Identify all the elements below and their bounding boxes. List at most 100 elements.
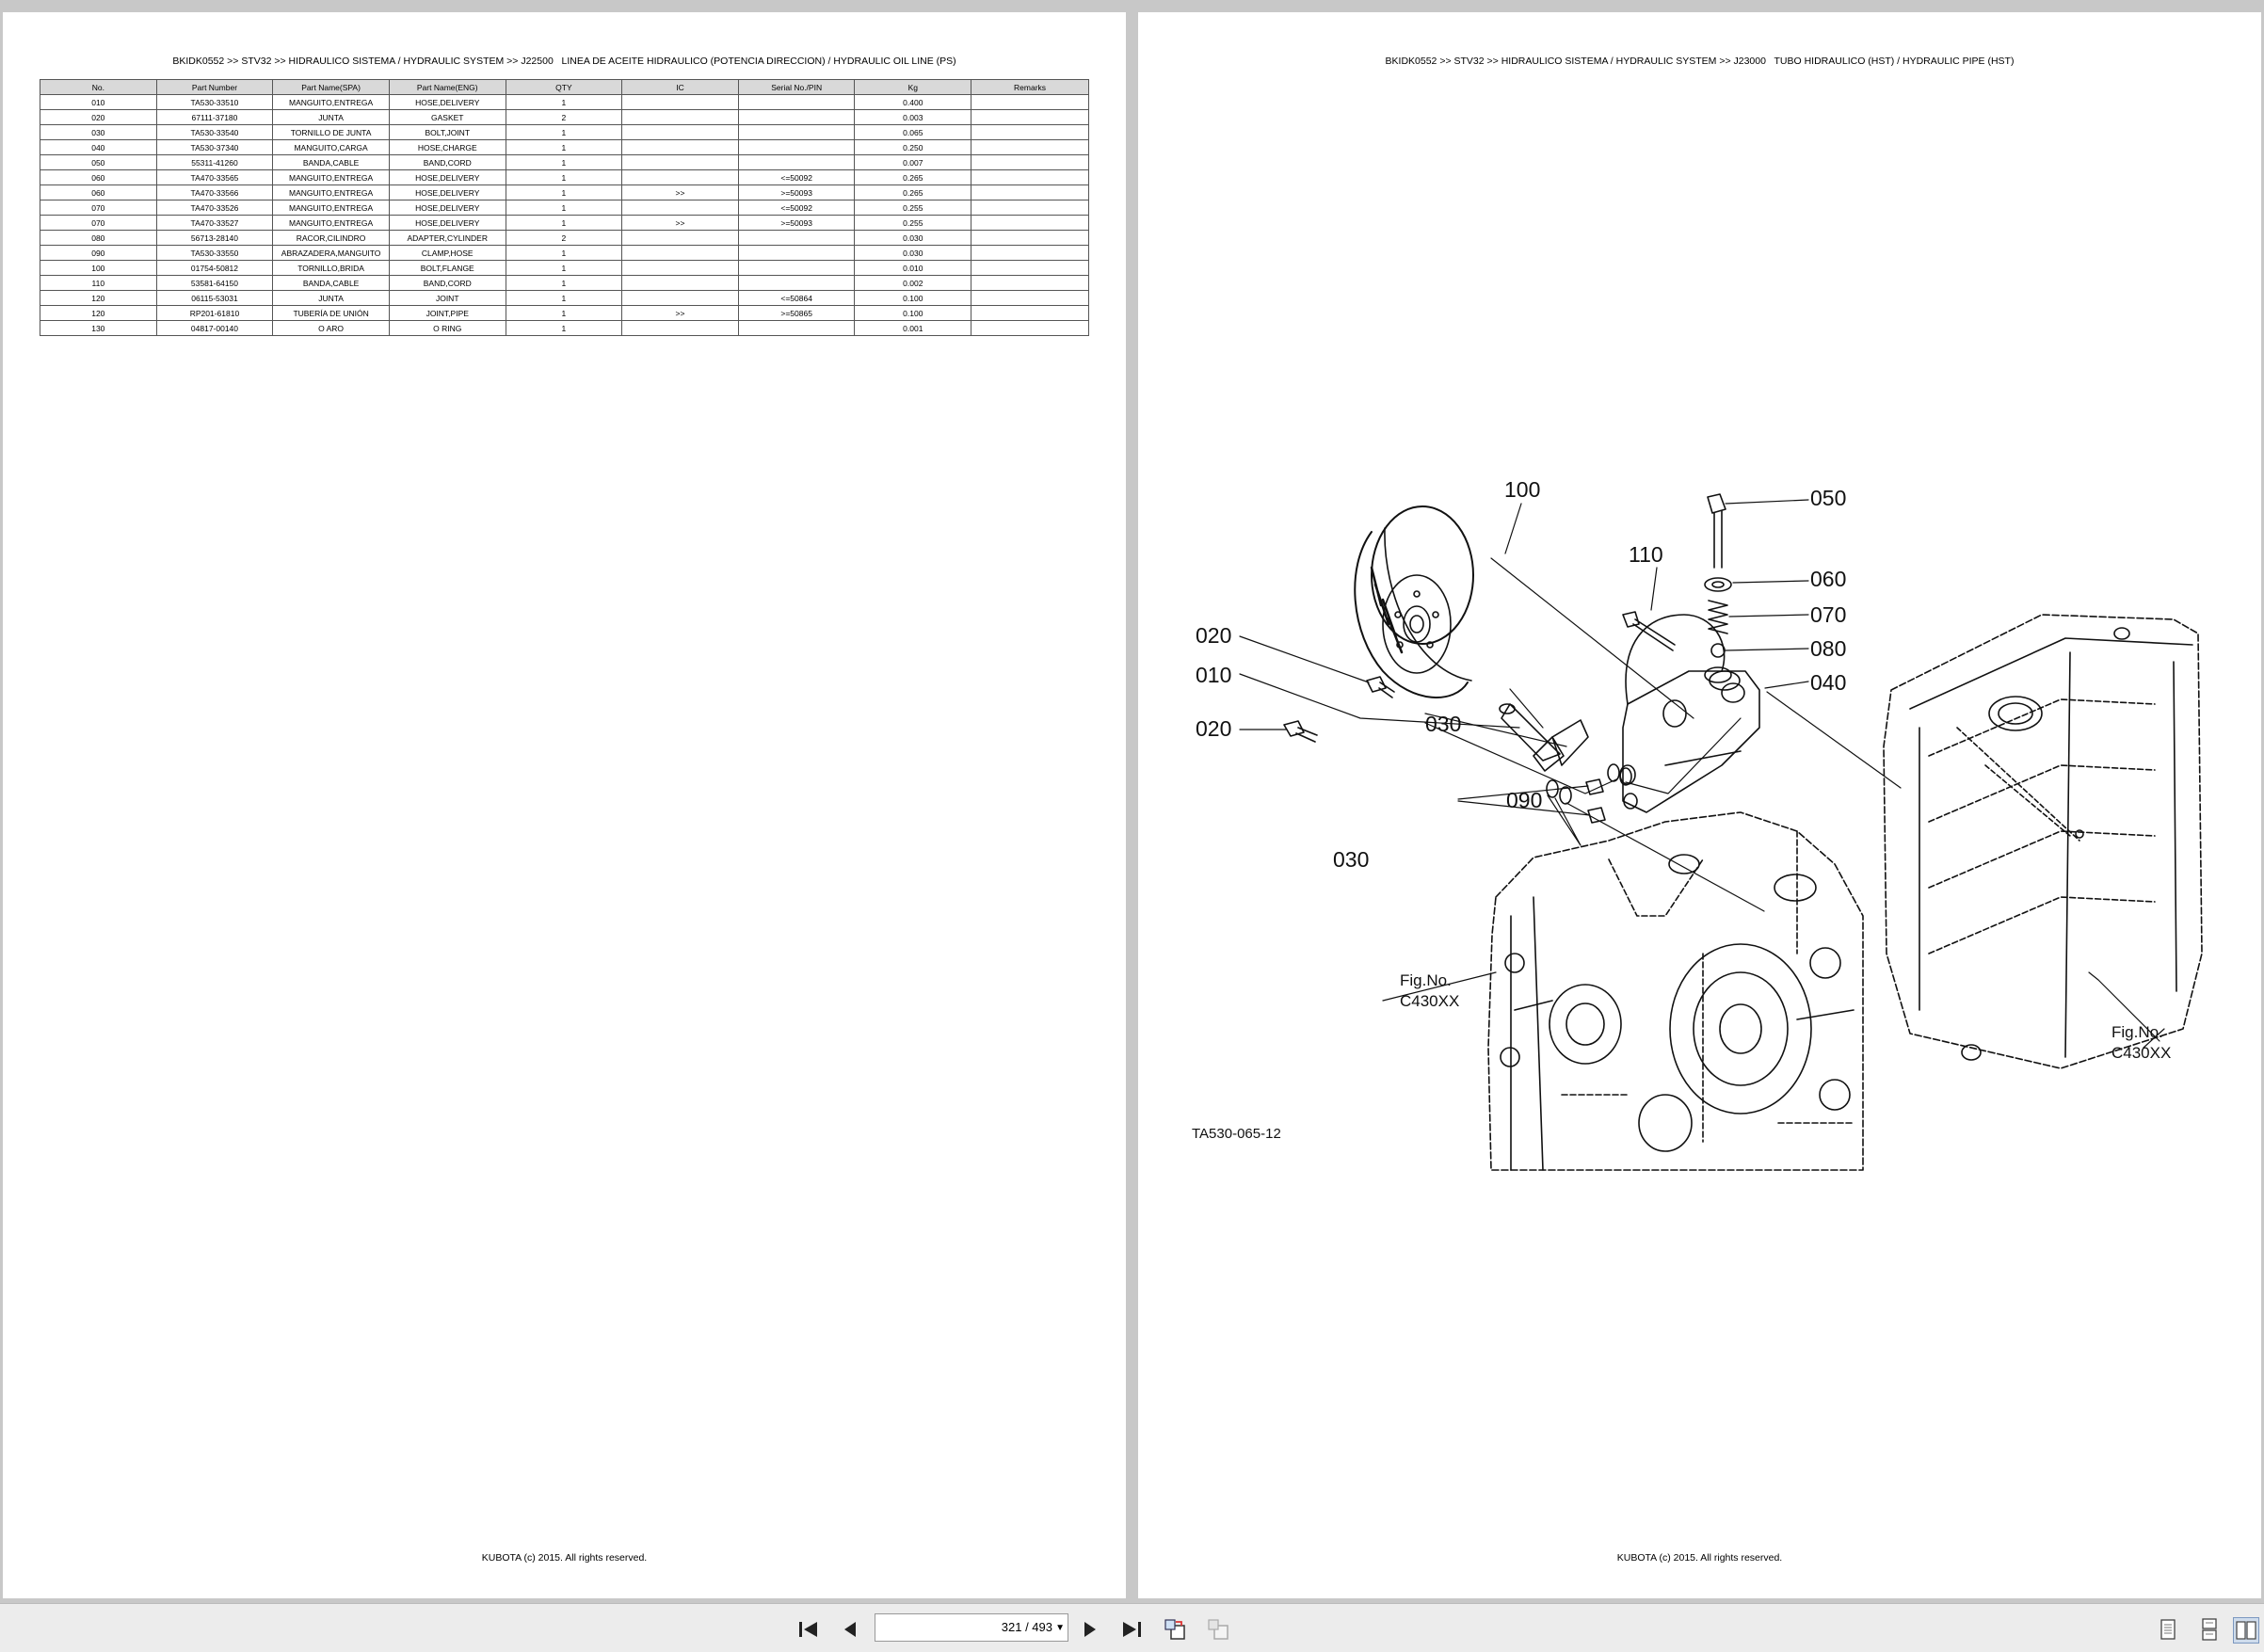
next-page-icon[interactable] — [1078, 1617, 1102, 1642]
viewer-toolbar: 321 / 493 ▼ — [0, 1603, 2264, 1652]
table-cell: RACOR,CILINDRO — [272, 230, 390, 246]
table-cell: 0.030 — [854, 245, 972, 261]
table-cell: HOSE,CHARGE — [388, 139, 506, 155]
table-cell: O ARO — [272, 320, 390, 336]
column-header: Serial No./PIN — [737, 79, 856, 95]
table-cell: ADAPTER,CYLINDER — [388, 230, 506, 246]
table-cell — [737, 230, 856, 246]
column-header: Remarks — [971, 79, 1089, 95]
table-cell: ABRAZADERA,MANGUITO — [272, 245, 390, 261]
table-cell: TA530-33510 — [155, 94, 274, 110]
table-cell: 0.100 — [854, 305, 972, 321]
rotate-icon[interactable] — [1163, 1617, 1187, 1642]
table-cell — [737, 154, 856, 170]
table-cell: 100 — [40, 260, 157, 276]
left-page: BKIDK0552 >> STV32 >> HIDRAULICO SISTEMA… — [3, 12, 1126, 1598]
table-cell: BAND,CORD — [388, 154, 506, 170]
continuous-page-icon[interactable] — [2197, 1617, 2222, 1642]
prev-page-icon[interactable] — [838, 1617, 862, 1642]
table-cell: 030 — [40, 124, 157, 140]
table-cell: 0.003 — [854, 109, 972, 125]
table-cell: JUNTA — [272, 290, 390, 306]
first-page-icon[interactable] — [796, 1617, 821, 1642]
table-cell: 040 — [40, 139, 157, 155]
table-cell: TUBERÍA DE UNIÓN — [272, 305, 390, 321]
table-cell — [971, 320, 1089, 336]
table-cell: 1 — [505, 320, 623, 336]
transmission-case-drawing — [1883, 614, 2203, 1069]
two-page-icon[interactable] — [2233, 1617, 2259, 1644]
table-cell: HOSE,DELIVERY — [388, 200, 506, 216]
table-cell: <=50864 — [737, 290, 856, 306]
table-cell — [737, 94, 856, 110]
leader-lines — [1239, 499, 2165, 1049]
single-page-icon[interactable] — [2156, 1617, 2180, 1642]
table-cell: 1 — [505, 184, 623, 200]
table-cell: 1 — [505, 154, 623, 170]
callout-030-upper: 030 — [1425, 712, 1461, 736]
page-number-field[interactable]: 321 / 493 ▼ — [875, 1613, 1068, 1642]
table-cell: >=50093 — [737, 184, 856, 200]
table-cell: 010 — [40, 94, 157, 110]
table-cell: MANGUITO,ENTREGA — [272, 94, 390, 110]
table-cell — [621, 230, 739, 246]
table-cell: JOINT — [388, 290, 506, 306]
bolt-110-drawing — [1622, 611, 1676, 651]
oil-filter-drawing — [1354, 505, 1474, 698]
table-cell — [971, 275, 1089, 291]
table-cell: 070 — [40, 200, 157, 216]
table-cell — [621, 124, 739, 140]
table-cell — [971, 124, 1089, 140]
table-cell: >=50093 — [737, 215, 856, 231]
table-cell — [737, 124, 856, 140]
column-header: No. — [40, 79, 157, 95]
table-cell: 120 — [40, 305, 157, 321]
table-cell — [621, 290, 739, 306]
bolt-090-drawing — [1585, 778, 1606, 824]
table-cell: 0.265 — [854, 169, 972, 185]
column-header: Part Number — [155, 79, 274, 95]
bolt-020-drawing — [1283, 676, 1395, 743]
table-cell: MANGUITO,ENTREGA — [272, 184, 390, 200]
table-cell — [971, 245, 1089, 261]
table-cell — [737, 139, 856, 155]
table-cell: 53581-64150 — [155, 275, 274, 291]
table-cell — [971, 230, 1089, 246]
right-page-header: BKIDK0552 >> STV32 >> HIDRAULICO SISTEMA… — [1385, 56, 2015, 67]
table-cell — [621, 94, 739, 110]
table-cell: BOLT,JOINT — [388, 124, 506, 140]
table-cell: 080 — [40, 230, 157, 246]
callout-040: 040 — [1810, 670, 1846, 695]
table-cell: 1 — [505, 215, 623, 231]
table-cell: 1 — [505, 260, 623, 276]
column-header: Part Name(ENG) — [388, 79, 506, 95]
table-cell: HOSE,DELIVERY — [388, 215, 506, 231]
callout-010: 010 — [1196, 663, 1231, 687]
table-cell: TORNILLO DE JUNTA — [272, 124, 390, 140]
table-cell: 0.255 — [854, 215, 972, 231]
table-cell: 56713-28140 — [155, 230, 274, 246]
callout-100: 100 — [1504, 477, 1540, 502]
fig-ref-left-line2: C430XX — [1400, 992, 1459, 1010]
last-page-icon[interactable] — [1119, 1617, 1144, 1642]
fig-ref-left-line1: Fig.No. — [1400, 971, 1452, 989]
table-cell: <=50092 — [737, 200, 856, 216]
table-cell: 0.001 — [854, 320, 972, 336]
table-cell: 55311-41260 — [155, 154, 274, 170]
table-cell: 67111-37180 — [155, 109, 274, 125]
table-cell — [971, 305, 1089, 321]
callout-070: 070 — [1810, 602, 1846, 627]
page-indicator-text: 321 / 493 — [1001, 1620, 1052, 1634]
table-cell: 0.002 — [854, 275, 972, 291]
chevron-down-icon[interactable]: ▼ — [1055, 1623, 1065, 1633]
fig-ref-right-line2: C430XX — [2111, 1044, 2171, 1062]
table-cell: 0.010 — [854, 260, 972, 276]
